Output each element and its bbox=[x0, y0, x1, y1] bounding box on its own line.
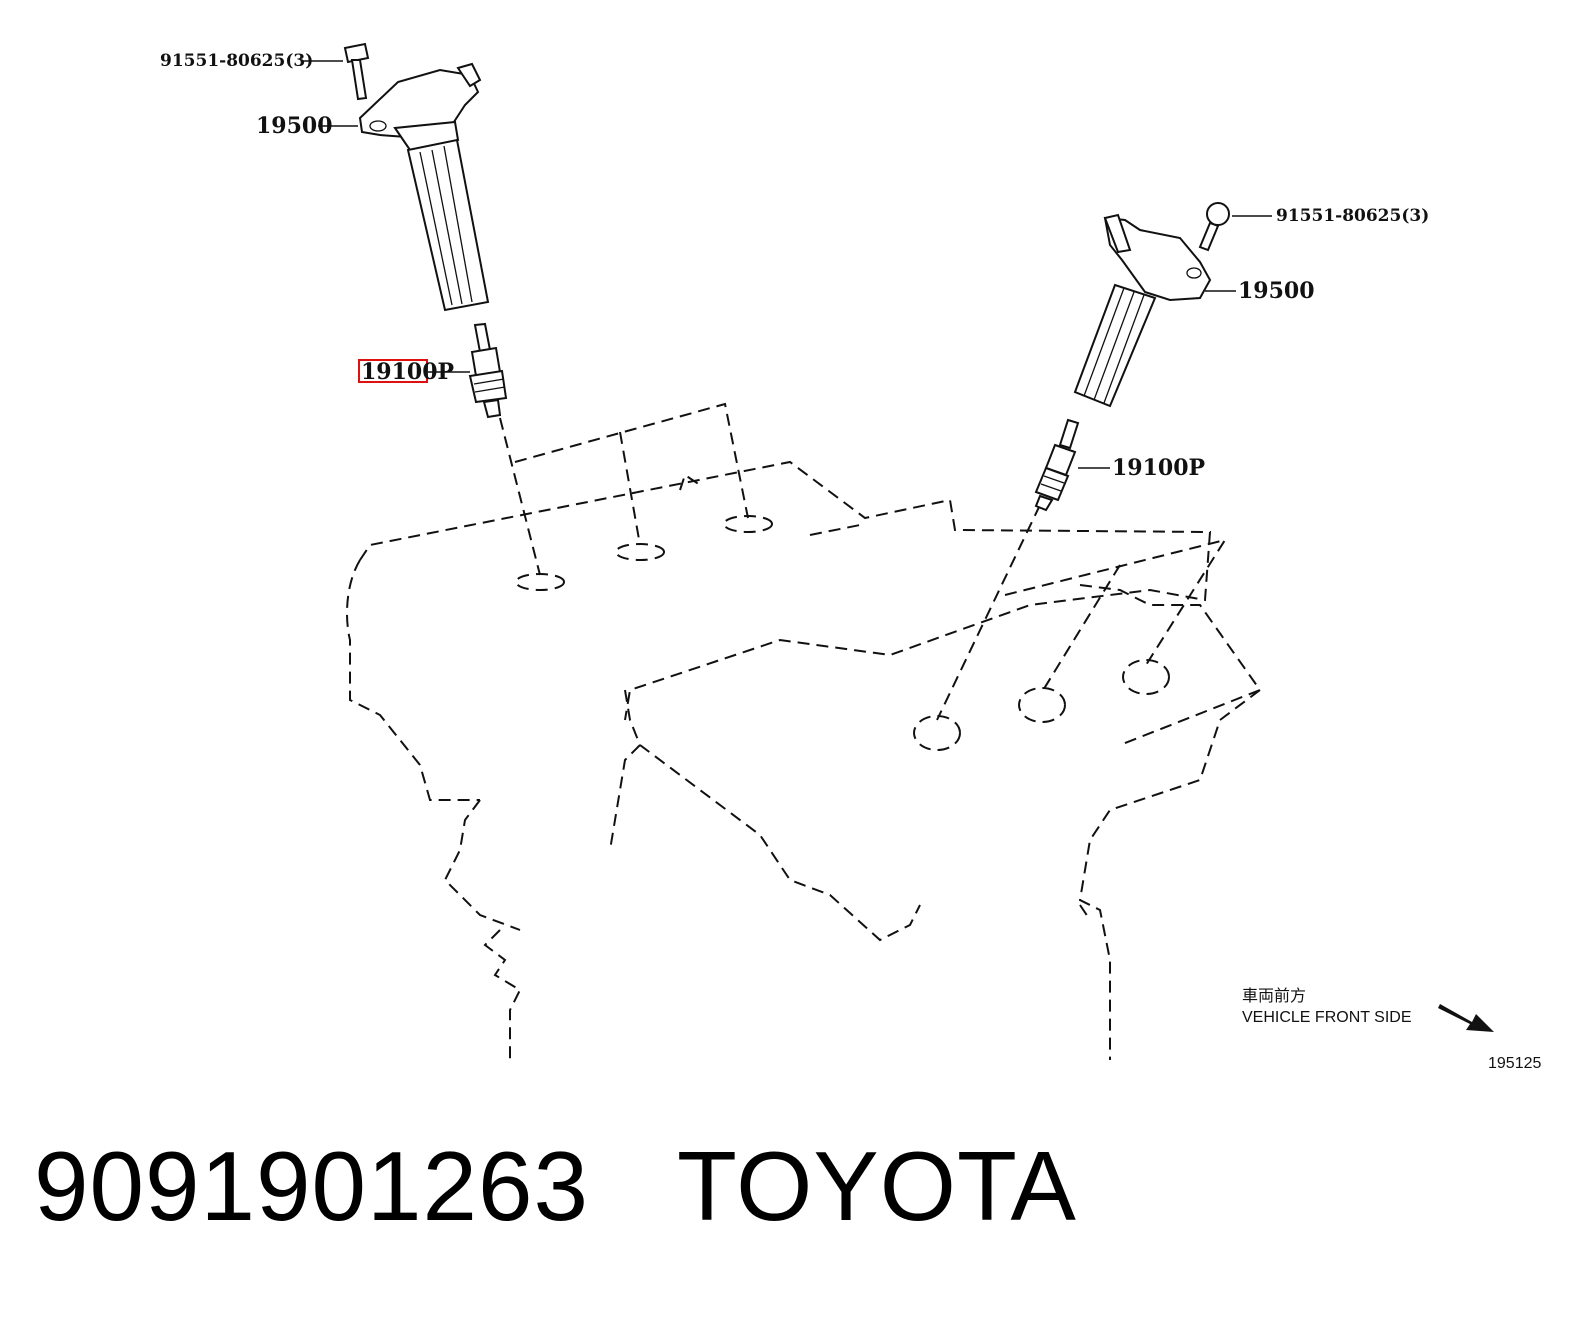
callout-coil-right: 19500 bbox=[1238, 278, 1315, 304]
direction-note-japanese: 車両前方 bbox=[1242, 987, 1306, 1005]
callout-bolt-left: 91551-80625(3) bbox=[160, 51, 313, 71]
engine-outline bbox=[346, 402, 1262, 1060]
spark-plug-left bbox=[468, 322, 508, 419]
bolt-right bbox=[1198, 202, 1230, 252]
callout-bolt-right: 91551-80625(3) bbox=[1276, 206, 1429, 226]
ignition-coil-left bbox=[358, 62, 490, 312]
footer: 9091901263 TOYOTA bbox=[34, 1130, 1077, 1243]
bolt-left bbox=[343, 42, 370, 101]
front-direction-arrow-icon bbox=[1438, 1004, 1494, 1032]
callout-plug-left[interactable]: 19100P bbox=[361, 359, 454, 385]
highlight-box bbox=[358, 359, 428, 383]
leader-lines bbox=[302, 60, 1272, 469]
brand-name: TOYOTA bbox=[677, 1131, 1077, 1241]
direction-note-english: VEHICLE FRONT SIDE bbox=[1242, 1009, 1412, 1026]
spark-plug-right bbox=[1034, 418, 1080, 512]
ignition-coil-right bbox=[1073, 213, 1212, 408]
figure-number: 195125 bbox=[1488, 1055, 1541, 1072]
callout-plug-right: 19100P bbox=[1112, 455, 1205, 481]
part-number: 9091901263 bbox=[34, 1131, 590, 1241]
callout-coil-left: 19500 bbox=[256, 113, 333, 139]
